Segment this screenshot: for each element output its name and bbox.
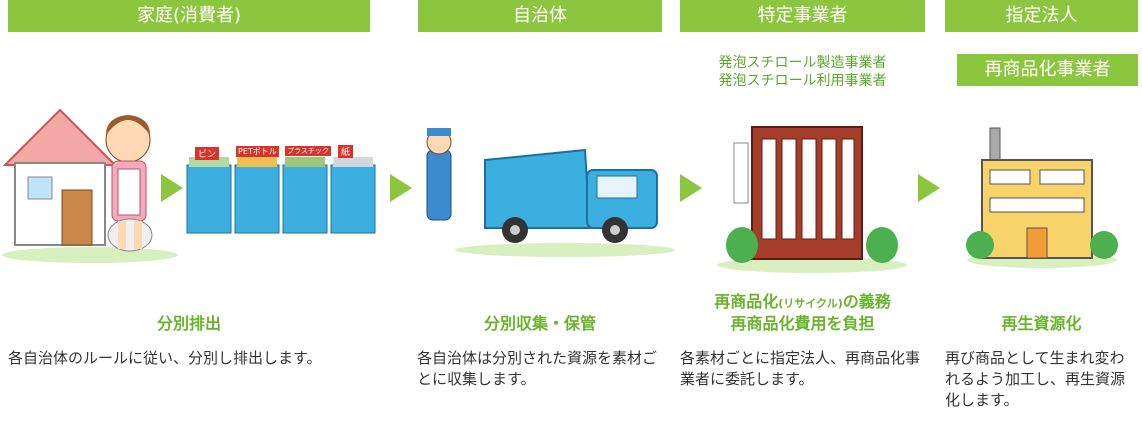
bin-glass xyxy=(186,157,232,234)
bin-label-glass: ビン xyxy=(195,147,220,160)
arrow-3 xyxy=(680,174,702,202)
column-designated-corp: 指定法人 xyxy=(945,0,1138,32)
arrow-2 xyxy=(390,174,412,202)
label-household: 分別排出 xyxy=(156,314,221,333)
garbage-truck-illustration xyxy=(426,128,675,257)
label-specified-business: 再商品化(リサイクル)の義務 再商品化費用を負担 xyxy=(680,292,925,334)
house-person-illustration xyxy=(2,108,178,263)
label-designated-corp: 再生資源化 xyxy=(1001,314,1082,333)
column-specified-business: 特定事業者 xyxy=(680,0,925,32)
bin-plastic xyxy=(282,157,328,234)
desc-specified-business: 各素材ごとに指定法人、再商品化事業者に委託します。 xyxy=(680,349,921,388)
desc-household: 各自治体のルールに従い、分別し排出します。 xyxy=(8,349,322,367)
bin-label-paper: 紙 xyxy=(338,145,354,158)
header-specified-business: 特定事業者 xyxy=(680,0,925,32)
header-municipality: 自治体 xyxy=(418,0,662,32)
bin-paper xyxy=(330,157,376,234)
recycling-plant-illustration xyxy=(966,127,1118,268)
label-duty: 再商品化(リサイクル)の義務 xyxy=(714,292,891,311)
header-recycler: 再商品化事業者 xyxy=(957,54,1138,86)
sub-user: 発泡スチロール利用事業者 xyxy=(718,73,887,89)
desc-designated-corp: 再び商品として生まれ変われるよう加工し、再生資源化します。 xyxy=(945,349,1126,409)
sub-manufacturer: 発泡スチロール製造事業者 xyxy=(718,55,887,71)
column-municipality: 自治体 xyxy=(418,0,662,32)
column-household: 家庭(消費者) xyxy=(8,0,370,32)
header-designated-corp: 指定法人 xyxy=(945,0,1138,32)
bin-label-pet: PETボトル xyxy=(236,146,279,157)
bin-pet xyxy=(234,157,280,234)
office-building-illustration xyxy=(717,126,907,273)
arrow-1 xyxy=(161,174,183,202)
bin-label-plastic: プラスチック xyxy=(285,146,331,156)
header-household: 家庭(消費者) xyxy=(8,0,370,32)
label-municipality: 分別収集・保管 xyxy=(483,314,596,333)
label-cost: 再商品化費用を負担 xyxy=(730,314,875,333)
sorting-bins-illustration xyxy=(186,157,376,234)
arrow-4 xyxy=(918,174,940,202)
desc-municipality: 各自治体は分別された資源を素材ごとに収集します。 xyxy=(417,349,658,388)
